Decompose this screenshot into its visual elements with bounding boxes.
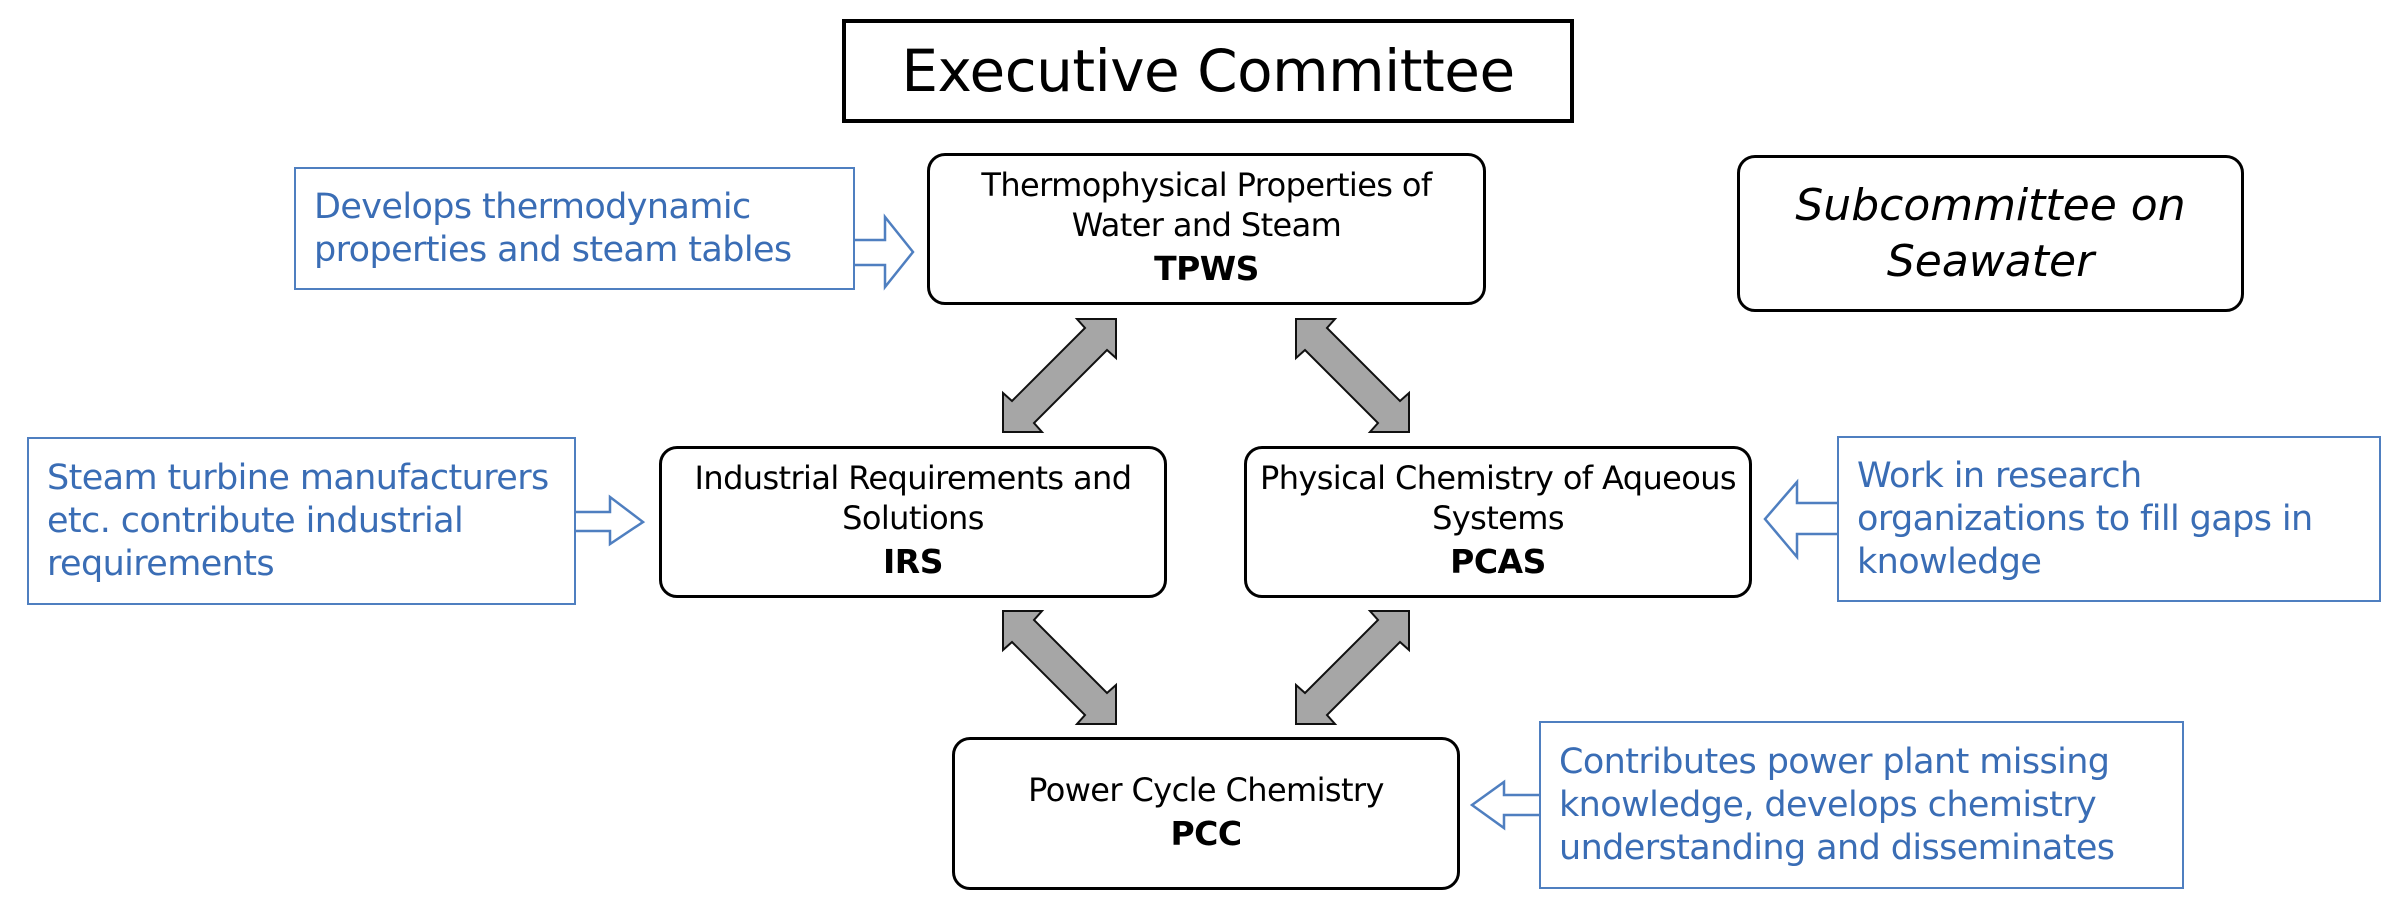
executive-committee-box: Executive Committee [842, 19, 1574, 123]
node-pcc-abbr: PCC [1170, 813, 1242, 853]
node-irs: Industrial Requirements and Solutions IR… [659, 446, 1167, 598]
node-tpws-name-line-1: Thermophysical Properties of [981, 166, 1432, 204]
callout-arrow-pcc-icon [1469, 779, 1539, 831]
callout-tpws-line-2: properties and steam tables [314, 229, 792, 270]
node-seawater-line-2: Seawater [1886, 235, 2095, 287]
node-tpws: Thermophysical Properties of Water and S… [927, 153, 1486, 305]
node-tpws-name-line-2: Water and Steam [1071, 206, 1342, 244]
callout-irs: Steam turbine manufacturers etc. contrib… [27, 437, 576, 605]
node-seawater-line-1: Subcommittee on [1795, 179, 2186, 231]
callout-irs-line-1: Steam turbine manufacturers [47, 457, 549, 498]
callout-pcc: Contributes power plant missing knowledg… [1539, 721, 2184, 889]
callout-arrow-pcas-icon [1763, 478, 1837, 561]
callout-arrow-tpws-icon [855, 213, 915, 291]
node-pcas-abbr: PCAS [1450, 542, 1546, 581]
callout-pcc-line-1: Contributes power plant missing [1559, 741, 2110, 782]
node-tpws-abbr: TPWS [1154, 249, 1259, 288]
executive-committee-title: Executive Committee [901, 37, 1515, 105]
callout-irs-line-3: requirements [47, 543, 275, 584]
node-irs-abbr: IRS [883, 542, 943, 581]
connector-arrow-tpws-irs [1002, 318, 1117, 433]
node-irs-name-line-2: Solutions [842, 499, 984, 537]
node-pcas: Physical Chemistry of Aqueous Systems PC… [1244, 446, 1752, 598]
callout-tpws-line-1: Develops thermodynamic [314, 186, 751, 227]
callout-pcas: Work in research organizations to fill g… [1837, 436, 2381, 602]
node-pcas-name-line-1: Physical Chemistry of Aqueous [1260, 459, 1737, 497]
callout-pcas-line-2: organizations to fill gaps in [1857, 498, 2313, 539]
callout-tpws: Develops thermodynamic properties and st… [294, 167, 855, 290]
connector-arrow-irs-pcc [1002, 610, 1117, 725]
node-seawater: Subcommittee on Seawater [1737, 155, 2244, 312]
node-pcas-name-line-2: Systems [1432, 499, 1564, 537]
callout-pcas-line-1: Work in research [1857, 455, 2142, 496]
callout-pcc-line-2: knowledge, develops chemistry [1559, 784, 2097, 825]
callout-irs-line-2: etc. contribute industrial [47, 500, 464, 541]
callout-pcas-line-3: knowledge [1857, 541, 2042, 582]
connector-arrow-pcas-pcc [1295, 610, 1410, 725]
connector-arrow-tpws-pcas [1295, 318, 1410, 433]
node-pcc: Power Cycle Chemistry PCC [952, 737, 1460, 890]
callout-arrow-irs-icon [576, 494, 646, 547]
callout-pcc-line-3: understanding and disseminates [1559, 827, 2115, 868]
node-pcc-name-line-1: Power Cycle Chemistry [1028, 770, 1384, 809]
node-irs-name-line-1: Industrial Requirements and [694, 459, 1133, 497]
